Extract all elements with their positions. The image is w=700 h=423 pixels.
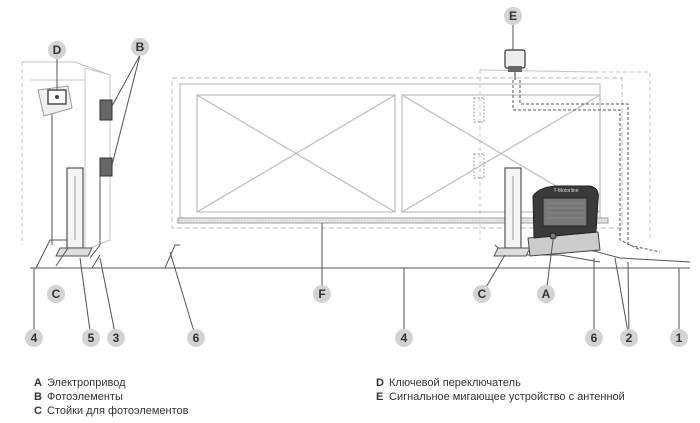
- callout-5: 5: [82, 329, 100, 347]
- svg-text:5: 5: [88, 331, 95, 345]
- motor-unit: T-Motorline: [527, 185, 601, 257]
- svg-text:E: E: [509, 9, 517, 23]
- callout-f: F: [313, 285, 331, 303]
- callout-b: B: [131, 38, 149, 56]
- svg-text:F: F: [318, 287, 325, 301]
- flashing-lamp: [504, 49, 526, 80]
- svg-text:B: B: [136, 40, 145, 54]
- svg-text:4: 4: [31, 331, 38, 345]
- svg-text:D: D: [53, 43, 62, 57]
- svg-text:2: 2: [626, 331, 633, 345]
- callout-c-left: C: [47, 285, 65, 303]
- svg-text:1: 1: [676, 331, 683, 345]
- svg-text:6: 6: [591, 331, 598, 345]
- callout-4-mid: 4: [395, 329, 413, 347]
- callout-e: E: [504, 7, 522, 25]
- photocells-left: [99, 99, 113, 177]
- callout-4-left: 4: [25, 329, 43, 347]
- motor-brand: T-Motorline: [553, 188, 578, 194]
- svg-text:6: 6: [193, 331, 200, 345]
- callout-2: 2: [620, 329, 638, 347]
- photocell-post-left: [55, 167, 93, 257]
- svg-text:3: 3: [113, 331, 120, 345]
- callout-6-left: 6: [187, 329, 205, 347]
- svg-text:C: C: [52, 287, 61, 301]
- callout-c-right: C: [473, 285, 491, 303]
- svg-text:A: A: [542, 287, 551, 301]
- callout-3: 3: [107, 329, 125, 347]
- callout-d: D: [48, 41, 66, 59]
- leader-lines: [33, 24, 680, 339]
- photocell-post-right: [493, 167, 531, 257]
- ground-line: [30, 239, 690, 269]
- callout-6-right: 6: [585, 329, 603, 347]
- callout-a: A: [537, 285, 555, 303]
- photocells-gate: [473, 97, 485, 179]
- svg-text:4: 4: [401, 331, 408, 345]
- svg-text:C: C: [478, 287, 487, 301]
- key-switch: [37, 85, 73, 117]
- callout-1: 1: [670, 329, 688, 347]
